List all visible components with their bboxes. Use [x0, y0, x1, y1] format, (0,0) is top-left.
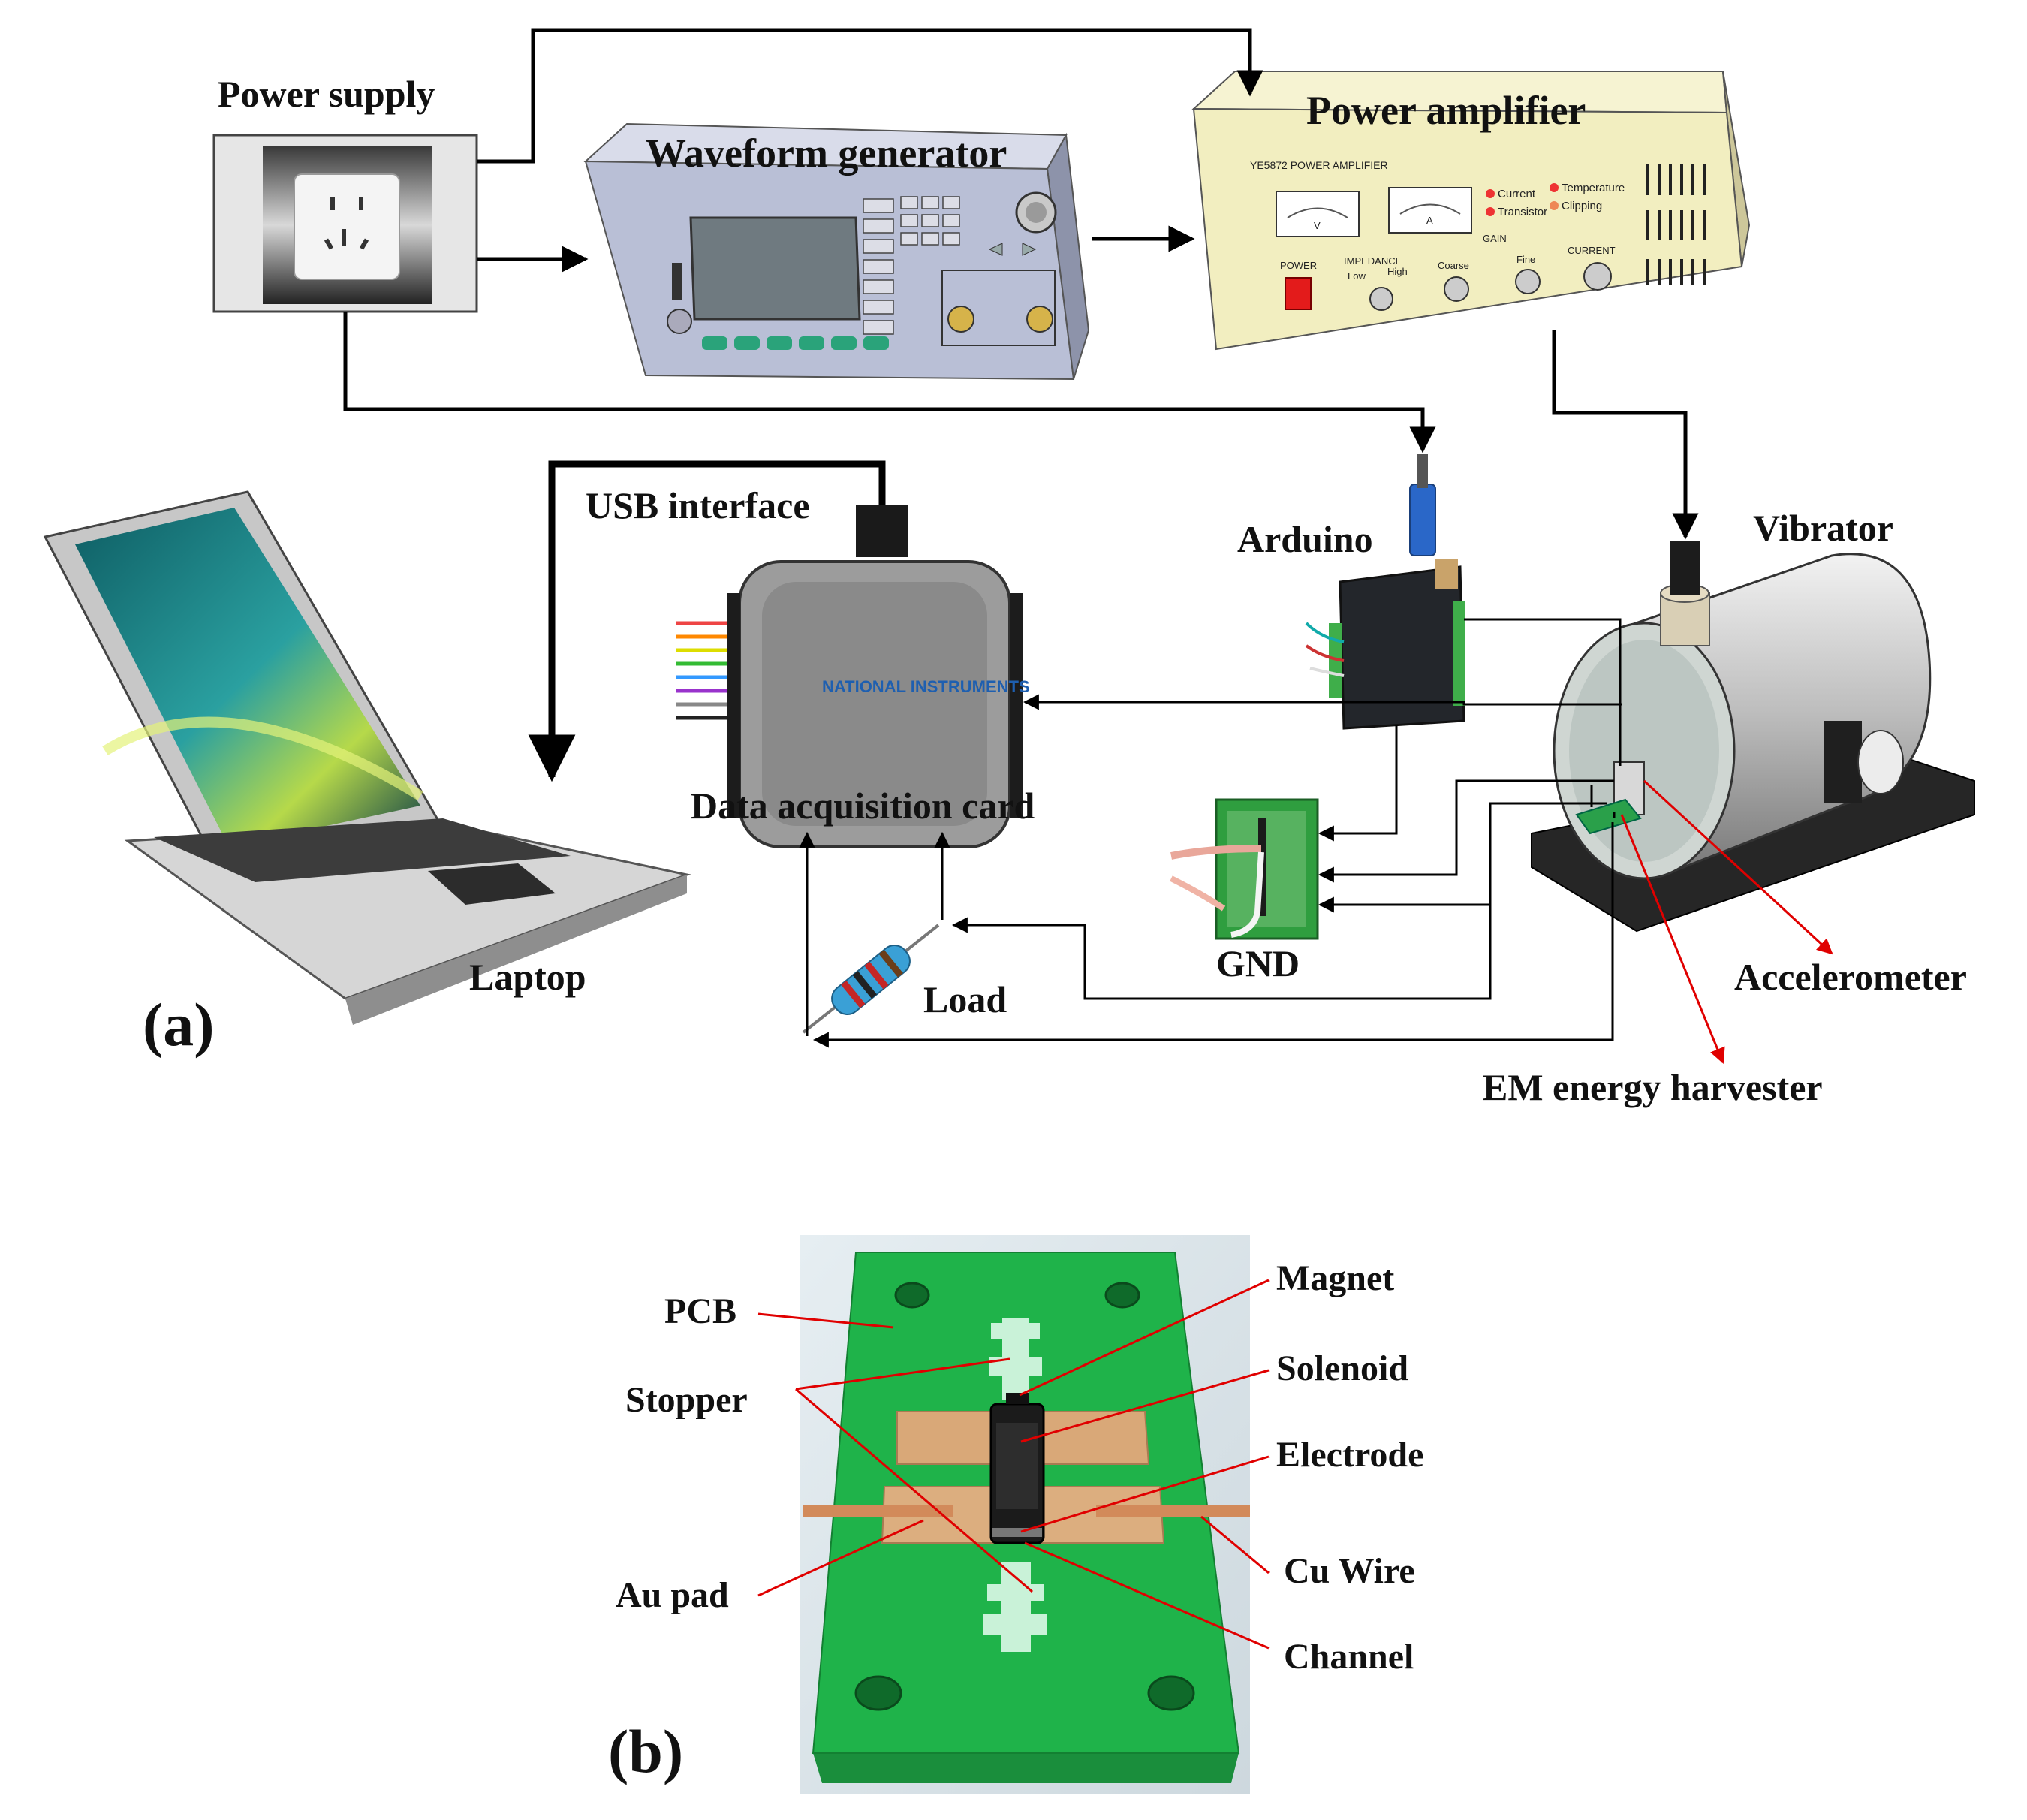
wiring	[343, 28, 1699, 782]
panel-a-pointers	[1620, 779, 1833, 1064]
wire-supply-to-arduino	[343, 312, 1436, 453]
panel-b-pointers	[757, 1279, 1270, 1650]
gain-label: GAIN	[1483, 233, 1507, 244]
current-knob-label: CURRENT	[1568, 245, 1616, 256]
electrode	[992, 1528, 1042, 1537]
magnet	[1006, 1393, 1029, 1404]
wire-accel-to-daq	[1023, 694, 1622, 710]
power-supply-device	[212, 134, 478, 313]
wire-amplifier-to-vibrator	[1552, 330, 1699, 540]
indicator-current: Current	[1498, 188, 1536, 200]
panel-a: YE5872 POWER AMPLIFIER V A Current Trans…	[43, 28, 1975, 1108]
panel-a-tag: (a)	[143, 990, 215, 1059]
label-power-amplifier: Power amplifier	[1306, 88, 1586, 133]
cu-wire-left	[803, 1505, 953, 1517]
label-accelerometer: Accelerometer	[1734, 956, 1967, 998]
label-cu-wire: Cu Wire	[1284, 1551, 1415, 1591]
vent-slots	[1646, 164, 1706, 285]
wire-arduino-to-accelerometer	[1464, 618, 1622, 766]
power-switch	[1285, 277, 1312, 310]
wire-arduino-to-gnd	[1318, 725, 1398, 842]
volt-meter-label: V	[1314, 220, 1321, 231]
impedance-low-label: Low	[1348, 270, 1366, 282]
vibrator-device	[1531, 541, 1975, 933]
label-arduino: Arduino	[1237, 518, 1373, 560]
label-em-energy-harvester: EM energy harvester	[1483, 1066, 1823, 1108]
pointer-cu-wire	[1200, 1515, 1270, 1574]
panel-b: PCB Stopper Au pad Magnet Solenoid Elect…	[608, 1235, 1423, 1794]
usb-plug	[856, 505, 908, 557]
label-waveform-generator: Waveform generator	[646, 131, 1007, 176]
wall-outlet-icon	[294, 173, 400, 280]
pointer-pcb	[757, 1312, 894, 1329]
label-laptop: Laptop	[469, 956, 586, 998]
vibrator-cable	[1670, 541, 1700, 595]
indicator-clipping: Clipping	[1562, 200, 1602, 212]
ni-logo-text: NATIONAL INSTRUMENTS	[822, 677, 1030, 696]
signal-wiring	[799, 618, 1622, 1048]
impedance-high-label: High	[1387, 266, 1408, 277]
cu-wire-right	[1096, 1505, 1250, 1517]
indicator-transistor: Transistor	[1498, 206, 1547, 218]
harvester-board	[1575, 798, 1642, 835]
label-pcb: PCB	[664, 1291, 736, 1331]
keyboard	[154, 818, 571, 882]
label-load: Load	[923, 978, 1007, 1020]
pointer-channel	[1024, 1541, 1270, 1650]
label-channel: Channel	[1284, 1637, 1414, 1677]
label-power-supply: Power supply	[218, 73, 435, 115]
pointer-au-pad	[757, 1519, 924, 1597]
pointer-stopper-top	[795, 1357, 1010, 1391]
daq-card-device: NATIONAL INSTRUMENTS	[676, 505, 1030, 848]
breadboard-gnd	[1170, 798, 1319, 940]
label-au-pad: Au pad	[616, 1575, 729, 1615]
indicator-temperature: Temperature	[1562, 182, 1625, 194]
amp-meter	[1388, 187, 1472, 234]
power-amplifier-device: YE5872 POWER AMPLIFIER V A Current Trans…	[1191, 71, 1751, 351]
power-switch-label: POWER	[1280, 260, 1317, 271]
wire-usb-daq-to-laptop	[528, 460, 886, 782]
touchpad	[428, 863, 556, 905]
arduino-device	[1305, 454, 1465, 730]
amp-model-label: YE5872 POWER AMPLIFIER	[1250, 159, 1388, 171]
pointer-stopper-bottom	[795, 1388, 1033, 1593]
amp-meter-label: A	[1426, 215, 1433, 226]
label-data-acquisition-card: Data acquisition card	[691, 785, 1035, 827]
pointer-solenoid	[1020, 1369, 1270, 1443]
label-usb-interface: USB interface	[586, 484, 810, 526]
label-stopper: Stopper	[625, 1380, 748, 1420]
volt-meter	[1276, 191, 1360, 237]
pointer-harvester	[1620, 814, 1725, 1064]
wire-harvester-to-gnd-1	[1318, 779, 1614, 883]
pointer-electrode	[1020, 1455, 1270, 1533]
power-icon	[667, 309, 692, 334]
label-magnet: Magnet	[1276, 1258, 1394, 1298]
load-resistor	[802, 924, 940, 1034]
label-vibrator: Vibrator	[1753, 507, 1893, 549]
fine-label: Fine	[1516, 254, 1535, 265]
waveform-generator-device	[583, 122, 1090, 381]
impedance-label: IMPEDANCE	[1344, 255, 1402, 267]
mounting-holes	[854, 1282, 1195, 1711]
label-solenoid: Solenoid	[1276, 1348, 1408, 1388]
label-gnd: GND	[1216, 942, 1300, 984]
pointer-accelerometer	[1643, 779, 1833, 955]
pointer-magnet	[1019, 1279, 1270, 1397]
wire-supply-to-amplifier	[477, 28, 1263, 164]
laptop-device	[43, 490, 691, 1025]
panel-b-tag: (b)	[608, 1717, 683, 1785]
usb-cable-plug	[1409, 484, 1436, 556]
wire-harvester-return	[812, 822, 1614, 1048]
wire-harvester-to-gnd-2	[1318, 802, 1607, 913]
coarse-label: Coarse	[1438, 260, 1469, 271]
label-electrode: Electrode	[1276, 1435, 1423, 1475]
wire-harvester-to-load	[951, 905, 1492, 1000]
